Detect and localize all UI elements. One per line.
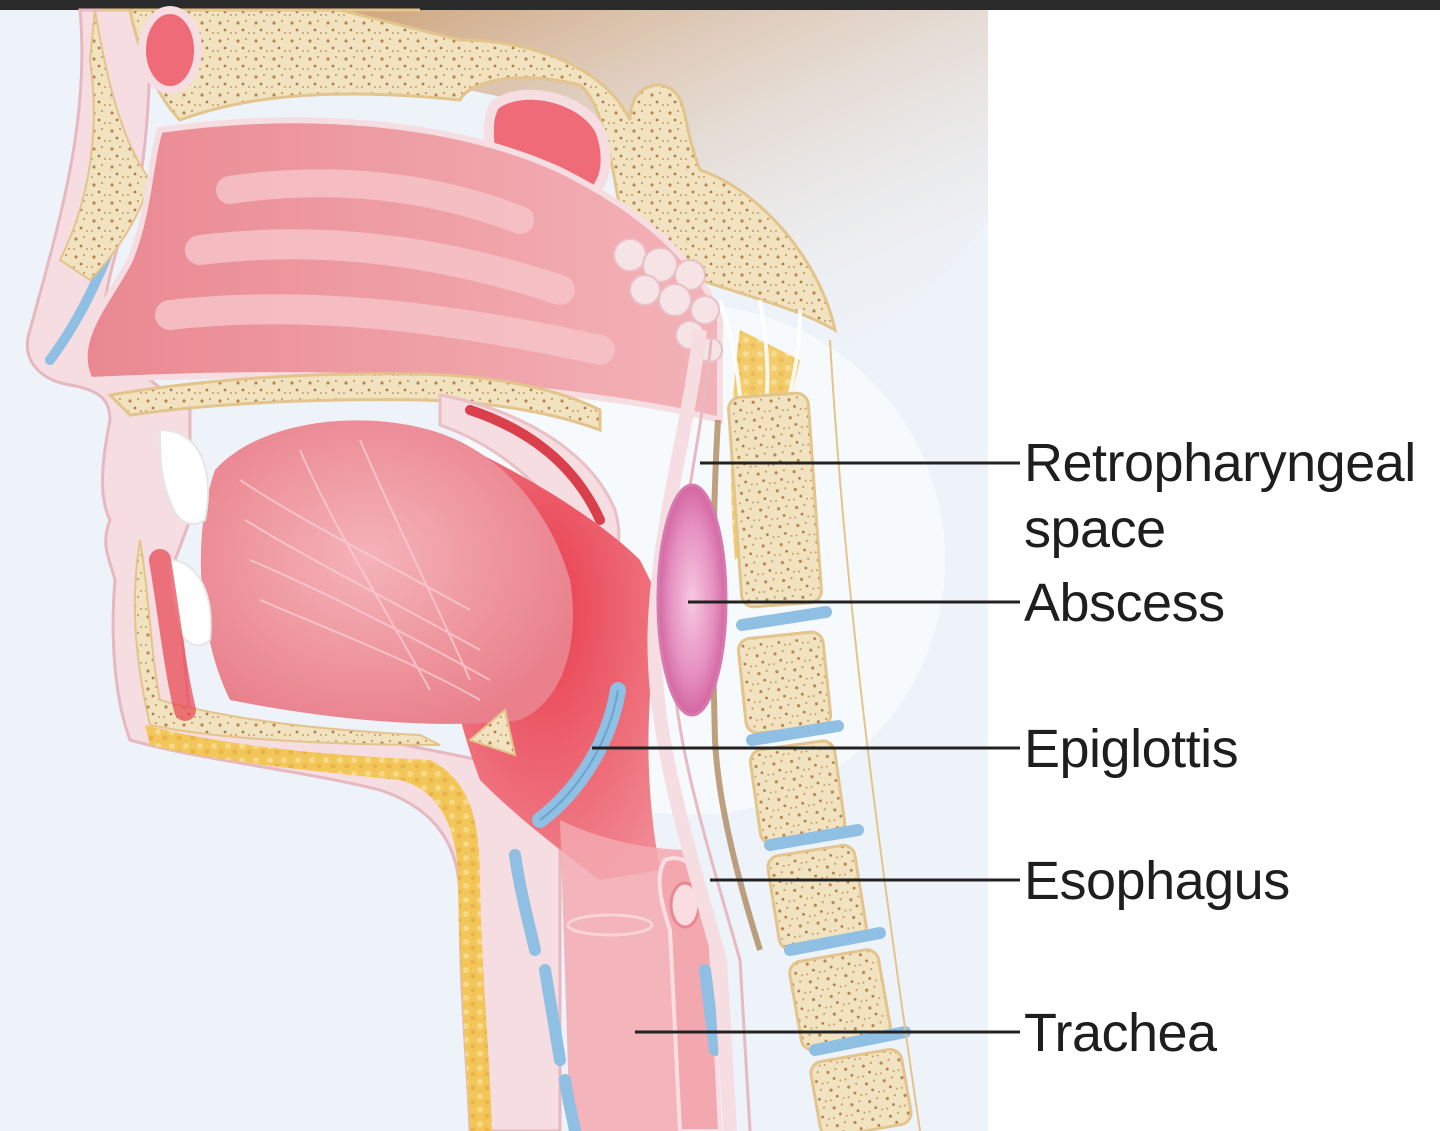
anterior-cartilage-rings [509,849,581,1131]
label-abscess: Abscess [1024,573,1225,633]
superior-turbinate [216,169,534,234]
label-trachea: Trachea [1024,1003,1217,1063]
label-retropharyngeal-line2: space [1024,499,1166,559]
hard-palate [106,372,602,433]
mandible-marrow [149,549,196,721]
adenoids [613,238,723,363]
leader-lines [592,461,1020,1034]
lower-jaw-bone [133,539,441,746]
posterior-pharyngeal-wall [647,329,737,1131]
cervical-spine [727,391,913,1131]
top-border [0,0,1440,10]
tongue-fibers [239,439,491,701]
esophagus-cartilage [699,964,721,1056]
cranial-bone [100,8,838,333]
soft-palate-muscle [465,405,605,525]
label-epiglottis: Epiglottis [1024,719,1239,779]
vocal-cords [566,913,654,937]
label-esophagus: Esophagus [1024,851,1290,911]
middle-turbinate [185,229,575,305]
inferior-turbinate [155,294,615,365]
intervertebral-discs [736,606,911,1056]
epiglottis-outline [539,689,619,821]
upper-teeth [158,428,209,525]
label-retropharyngeal-line1: Retropharyngeal [1024,433,1416,493]
hyoid-bone [468,708,517,757]
tongue [200,420,573,724]
frontal-sinus [138,6,202,94]
frontal-bone [58,9,152,282]
abscess [656,483,728,717]
label-retropharyngeal-space: Retropharyngeal space [1024,430,1416,562]
spine-posterior-line [829,339,921,1131]
